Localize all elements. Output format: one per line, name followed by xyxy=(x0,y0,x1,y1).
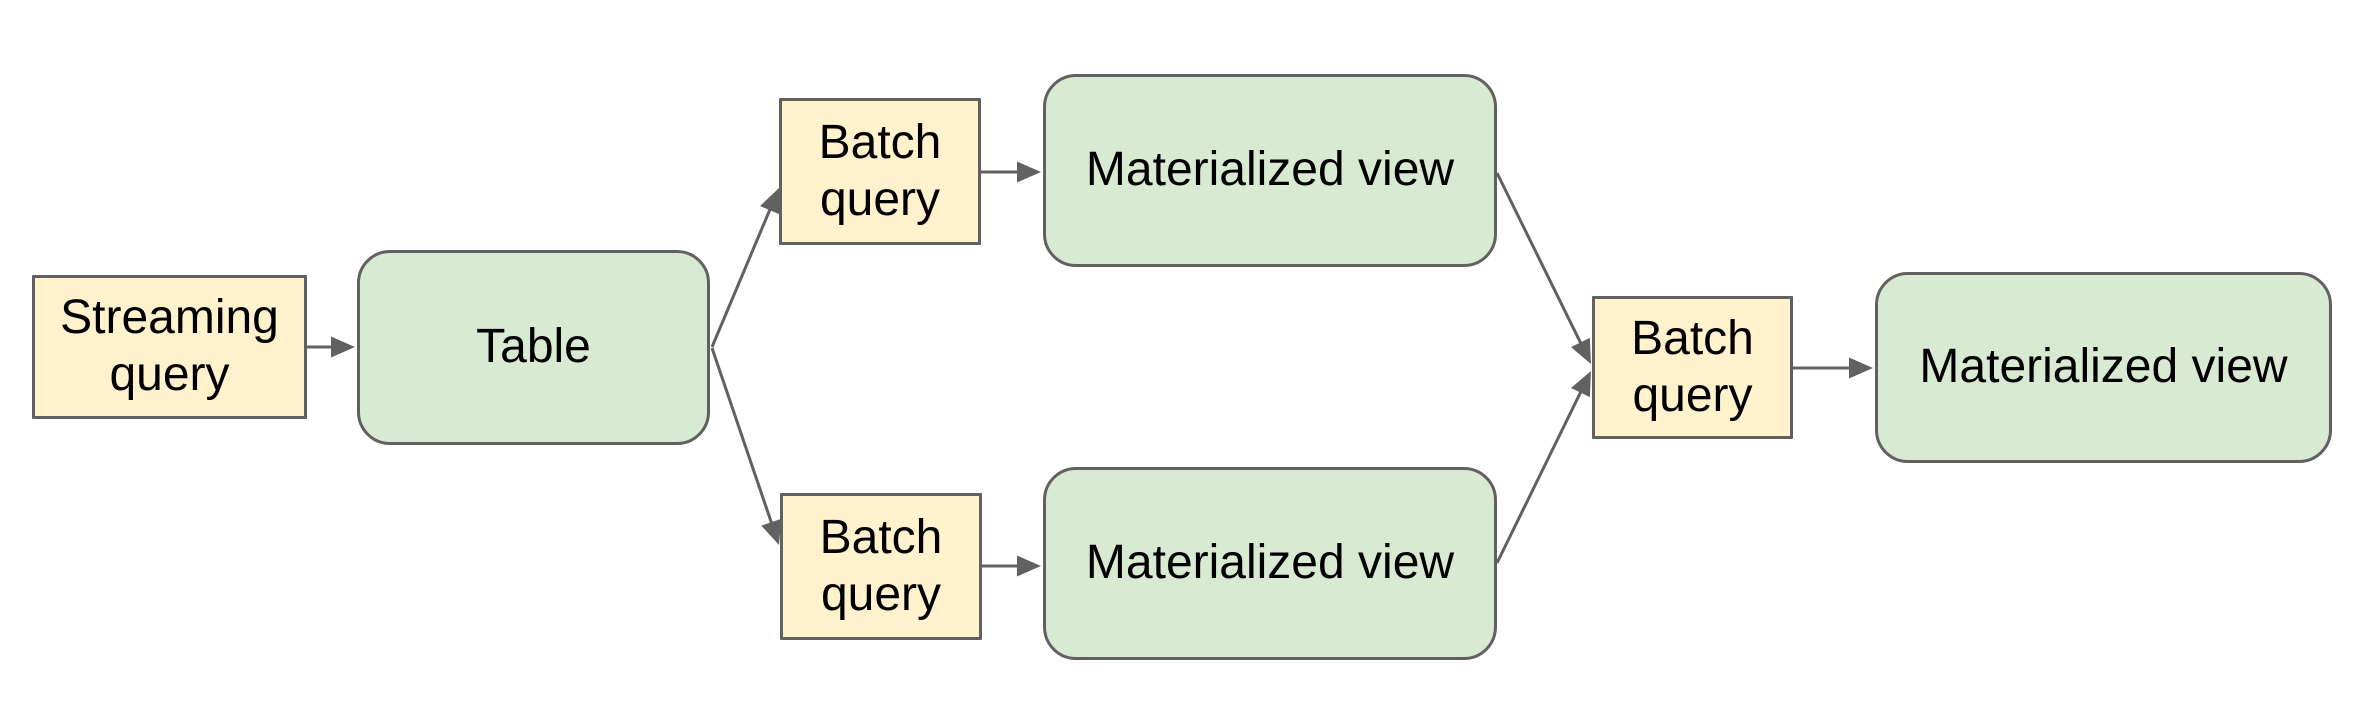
arrowhead-icon xyxy=(761,518,782,545)
node-batch-query-top: Batch query xyxy=(779,98,981,245)
arrowhead-icon xyxy=(1570,337,1591,364)
edge-materialized-view-bottom-to-batch-query-right xyxy=(1495,388,1584,564)
arrowhead-icon xyxy=(1017,555,1041,577)
node-table: Table xyxy=(357,250,710,445)
node-label: Materialized view xyxy=(1085,536,1455,590)
arrowhead-icon xyxy=(760,188,780,215)
node-label: Batch query xyxy=(819,510,943,621)
node-label: Materialized view xyxy=(1085,143,1455,197)
node-label: Batch query xyxy=(1631,311,1754,422)
node-streaming-query: Streaming query xyxy=(32,275,307,419)
node-label: Streaming query xyxy=(60,291,279,401)
node-label: Batch query xyxy=(818,115,942,226)
arrowhead-icon xyxy=(331,336,355,358)
arrowhead-icon xyxy=(1849,357,1873,379)
node-materialized-view-top: Materialized view xyxy=(1043,74,1497,267)
node-batch-query-bottom: Batch query xyxy=(780,493,982,640)
edge-materialized-view-top-to-batch-query-right xyxy=(1495,172,1584,347)
node-label: Table xyxy=(476,320,591,374)
arrowhead-icon xyxy=(1571,371,1591,398)
node-label: Materialized view xyxy=(1919,340,2288,394)
edge-table-to-batch-query-bottom xyxy=(710,347,774,527)
node-batch-query-right: Batch query xyxy=(1592,296,1793,439)
node-materialized-view-bottom: Materialized view xyxy=(1043,467,1497,660)
edge-table-to-batch-query-top xyxy=(710,205,773,348)
arrowhead-icon xyxy=(1017,161,1041,183)
node-materialized-view-right: Materialized view xyxy=(1875,272,2332,463)
